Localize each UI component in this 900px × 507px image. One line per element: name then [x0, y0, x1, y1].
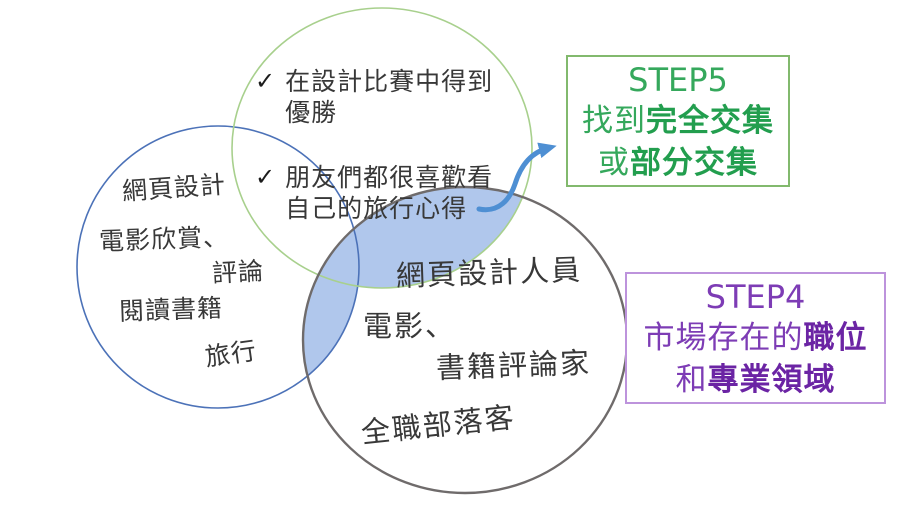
checkmark-icon: ✓ [255, 67, 277, 95]
blue-circle-item: 評論 [211, 256, 265, 288]
gray-circle-item: 網頁設計人員 [395, 252, 583, 293]
green-circle-item: ✓ 在設計比賽中得到 優勝 [255, 66, 493, 128]
step4-line2-prefix: 市場存在的 [643, 320, 804, 356]
step5-line2-prefix: 找到 [582, 103, 646, 139]
step5-line2-bold: 完全交集 [646, 103, 774, 139]
blue-circle-item: 閱讀書籍 [118, 293, 224, 326]
green-item-line1: 朋友們都很喜歡看 [285, 163, 494, 192]
green-item-text: 在設計比賽中得到 優勝 [285, 66, 493, 128]
blue-circle-item: 網頁設計 [121, 169, 227, 206]
blue-circle-item: 電影欣賞、 [98, 222, 230, 256]
step5-line3-prefix: 或 [598, 145, 630, 181]
step5-title: STEP5 [628, 61, 728, 99]
gray-circle-item: 書籍評論家 [435, 345, 592, 385]
checkmark-icon: ✓ [255, 163, 277, 191]
step4-line2: 市場存在的職位 [627, 317, 884, 359]
green-circle-outline [231, 7, 533, 289]
step5-line3: 或部分交集 [568, 142, 788, 184]
intersection-arrow [476, 142, 557, 213]
green-item-line1: 在設計比賽中得到 [285, 67, 494, 96]
step4-line2-bold: 職位 [803, 320, 868, 356]
gray-circle-item: 電影、 [363, 309, 457, 343]
green-item-line2: 優勝 [285, 98, 338, 127]
blue-circle-item: 旅行 [203, 335, 259, 372]
green-item-text: 朋友們都很喜歡看 自己的旅行心得 [285, 162, 493, 224]
step5-line2: 找到完全交集 [568, 100, 788, 142]
step4-line3-bold: 專業領域 [707, 362, 836, 398]
step4-line3-prefix: 和 [675, 362, 708, 398]
step5-line3-bold: 部分交集 [630, 145, 758, 181]
green-item-line2: 自己的旅行心得 [285, 194, 468, 223]
step5-box: STEP5 找到完全交集 或部分交集 [566, 55, 790, 187]
step4-title: STEP4 [705, 278, 806, 316]
step4-line3: 和專業領域 [627, 359, 884, 401]
green-circle-item: ✓ 朋友們都很喜歡看 自己的旅行心得 [255, 162, 493, 224]
step4-box: STEP4 市場存在的職位 和專業領域 [625, 272, 886, 404]
blue-circle-outline [76, 125, 360, 409]
